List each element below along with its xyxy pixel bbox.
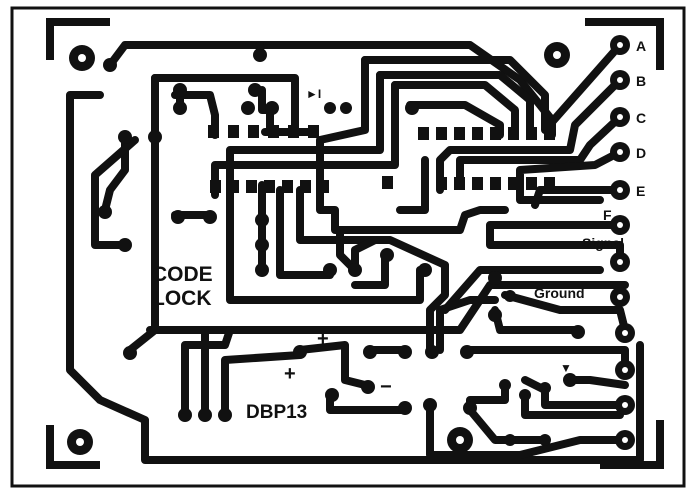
part-number: DBP13 [246,402,307,423]
copper-traces [66,41,644,464]
connector-label-b: B [636,73,646,89]
polarity-plus-a: + [317,328,329,350]
diode-mark-1: ►I [306,87,321,101]
connector-label-a: A [636,38,646,54]
board-title-line1: CODE [152,263,213,286]
mounting-holes [67,42,570,455]
polarity-plus-b: + [284,363,296,385]
connector-label-e: E [636,183,645,199]
signal-label: Signal [582,235,624,251]
corner-marks [46,18,664,469]
pads [98,35,635,450]
board-frame [10,6,686,488]
connector-label-d: D [636,145,646,161]
diode-mark-2: ▼ [560,361,572,375]
connector-label-f: F [603,207,612,223]
board-title-line2: LOCK [152,287,212,310]
pad-holes [617,42,628,443]
connector-label-c: C [636,110,646,126]
ground-label: Ground [534,285,585,301]
polarity-minus: − [380,376,392,398]
